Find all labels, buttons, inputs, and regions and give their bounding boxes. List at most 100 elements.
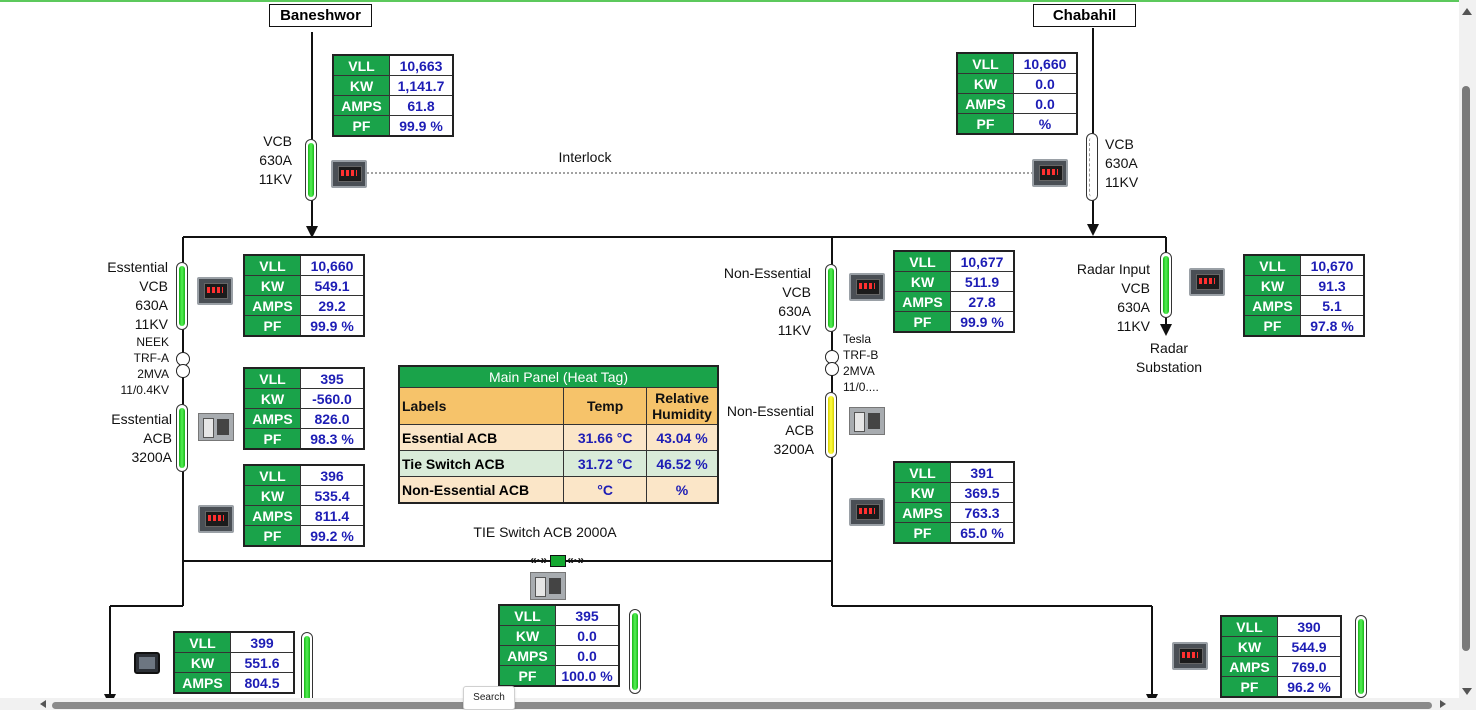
amps-value: 826.0 bbox=[300, 408, 365, 429]
acb-device-icon[interactable] bbox=[849, 407, 885, 435]
non-essential-vcb-line4: 11KV bbox=[777, 322, 811, 338]
horizontal-scroll-thumb[interactable] bbox=[52, 702, 1432, 709]
kw-value: 549.1 bbox=[300, 275, 365, 296]
amps-key: AMPS bbox=[243, 295, 301, 316]
essential-vcb-breaker[interactable] bbox=[176, 262, 188, 330]
kw-value: 0.0 bbox=[1013, 73, 1078, 94]
essential-vcb-line4: 11KV bbox=[134, 316, 168, 332]
heat-col-labels: Labels bbox=[398, 387, 565, 425]
heat-row-label: Non-Essential ACB bbox=[398, 476, 565, 504]
vll-value: 399 bbox=[230, 631, 295, 653]
kw-value: 551.6 bbox=[230, 652, 295, 673]
radar-vcb-line3: 630A bbox=[1117, 299, 1150, 315]
tie-feeder-breaker[interactable] bbox=[629, 609, 641, 694]
essential-acb-line2: ACB bbox=[143, 430, 172, 446]
amps-value: 29.2 bbox=[300, 295, 365, 316]
pf-key: PF bbox=[1220, 676, 1278, 698]
non-essential-acb-breaker[interactable] bbox=[825, 392, 837, 458]
lower-right-breaker[interactable] bbox=[1355, 615, 1367, 698]
pf-key: PF bbox=[243, 525, 301, 547]
non-essential-acb-line1: Non-Essential bbox=[726, 403, 814, 419]
non-essential-vcb-breaker[interactable] bbox=[825, 264, 837, 332]
vcb-right-line2: 630A bbox=[1105, 155, 1138, 171]
vll-value: 10,670 bbox=[1300, 254, 1365, 276]
top-accent-line bbox=[0, 0, 1476, 2]
non-essential-vcb-line2: VCB bbox=[782, 284, 811, 300]
tie-switch-breaker[interactable] bbox=[550, 555, 566, 567]
breaker-tripped-indicator bbox=[828, 396, 834, 454]
meter-device-icon[interactable] bbox=[1172, 642, 1208, 670]
pf-value: 99.9 % bbox=[950, 311, 1015, 333]
essential-vcb-line1: Esstential bbox=[107, 259, 168, 275]
vcb-right-line3: 11KV bbox=[1105, 174, 1139, 190]
pf-key: PF bbox=[243, 315, 301, 337]
vcb-left-line2: 630A bbox=[259, 152, 292, 168]
vll-value: 390 bbox=[1277, 615, 1342, 637]
scroll-up-icon[interactable] bbox=[1462, 8, 1472, 15]
vcb-left-breaker[interactable] bbox=[305, 139, 317, 201]
vll-key: VLL bbox=[243, 367, 301, 389]
kw-key: KW bbox=[893, 482, 951, 503]
neek-line3: 2MVA bbox=[137, 367, 169, 381]
amps-key: AMPS bbox=[243, 408, 301, 429]
acb-device-icon[interactable] bbox=[198, 413, 234, 441]
meter-device-icon[interactable] bbox=[198, 505, 234, 533]
amps-key: AMPS bbox=[893, 291, 951, 312]
scroll-right-icon[interactable] bbox=[1440, 700, 1446, 708]
vll-value: 10,660 bbox=[1013, 52, 1078, 74]
monitor-device-icon[interactable] bbox=[134, 652, 160, 674]
vll-key: VLL bbox=[1243, 254, 1301, 276]
pf-value: % bbox=[1013, 113, 1078, 135]
radar-vcb-line4: 11KV bbox=[1116, 318, 1150, 334]
kw-key: KW bbox=[243, 388, 301, 409]
meter-device-icon[interactable] bbox=[1032, 159, 1068, 187]
breaker-closed-indicator bbox=[179, 408, 185, 468]
kw-key: KW bbox=[1220, 636, 1278, 657]
kw-value: 535.4 bbox=[300, 485, 365, 506]
radar-vcb-label: Radar Input VCB 630A 11KV bbox=[1060, 260, 1150, 336]
vll-value: 395 bbox=[300, 367, 365, 389]
amps-key: AMPS bbox=[243, 505, 301, 526]
acb-device-icon[interactable] bbox=[530, 572, 566, 600]
amps-value: 27.8 bbox=[950, 291, 1015, 312]
meter-device-icon[interactable] bbox=[331, 160, 367, 188]
tie-switch-label: TIE Switch ACB 2000A bbox=[473, 524, 617, 540]
meter-device-icon[interactable] bbox=[849, 273, 885, 301]
meter-device-icon[interactable] bbox=[197, 277, 233, 305]
pf-key: PF bbox=[893, 522, 951, 544]
essential-acb-label: Esstential ACB 3200A bbox=[100, 410, 172, 465]
tesla-line4: 11/0.... bbox=[843, 380, 879, 394]
radar-vcb-line1: Radar Input bbox=[1076, 261, 1150, 277]
neek-line1: NEEK bbox=[136, 335, 169, 349]
amps-value: 5.1 bbox=[1300, 295, 1365, 316]
kw-key: KW bbox=[893, 271, 951, 292]
radar-vcb-breaker[interactable] bbox=[1160, 252, 1172, 318]
essential-acb-line1: Esstential bbox=[111, 411, 172, 427]
vcb-right-breaker[interactable] bbox=[1086, 133, 1098, 201]
meter-device-icon[interactable] bbox=[1189, 268, 1225, 296]
meter-device-icon[interactable] bbox=[849, 498, 885, 526]
vll-key: VLL bbox=[332, 54, 390, 76]
non-essential-vcb-line3: 630A bbox=[778, 303, 811, 319]
vll-value: 10,663 bbox=[389, 54, 454, 76]
heat-row-temp: 31.72 °C bbox=[563, 450, 648, 477]
scroll-down-icon[interactable] bbox=[1462, 688, 1472, 695]
kw-key: KW bbox=[1243, 275, 1301, 296]
vertical-scroll-thumb[interactable] bbox=[1462, 86, 1470, 651]
scroll-left-icon[interactable] bbox=[40, 700, 46, 708]
search-tooltip[interactable]: Search bbox=[463, 686, 515, 710]
pf-value: 97.8 % bbox=[1300, 315, 1365, 337]
pf-key: PF bbox=[1243, 315, 1301, 337]
lower-left-breaker[interactable] bbox=[301, 632, 313, 704]
kw-key: KW bbox=[498, 625, 556, 646]
heat-row-humidity: % bbox=[646, 476, 719, 504]
heat-row-humidity: 43.04 % bbox=[646, 424, 719, 451]
tie-switch-left-arrows: «·» bbox=[530, 553, 548, 567]
essential-acb-breaker[interactable] bbox=[176, 404, 188, 472]
vcb-left-line1: VCB bbox=[263, 133, 292, 149]
vll-key: VLL bbox=[893, 461, 951, 483]
pf-value: 99.9 % bbox=[389, 115, 454, 137]
amps-key: AMPS bbox=[173, 672, 231, 694]
